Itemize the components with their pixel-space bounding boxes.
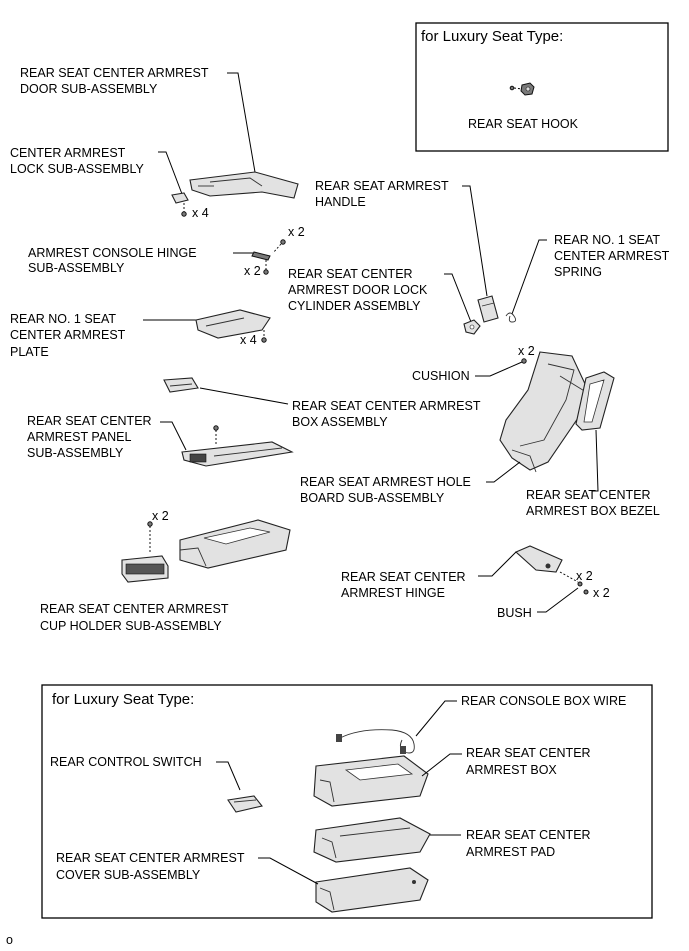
lower-housing-part — [179, 519, 291, 569]
qty-hinge-screws-a: x 2 — [288, 225, 305, 239]
label-bush: BUSH — [497, 606, 532, 620]
leader-lock — [158, 151, 183, 195]
label-hinge-2: ARMREST HINGE — [341, 586, 445, 600]
leader-armrest-hinge — [478, 551, 517, 577]
label-control-switch: REAR CONTROL SWITCH — [50, 755, 202, 769]
armrest-hinge-part — [514, 545, 563, 573]
leader-armrest-door — [227, 72, 257, 179]
label-handle-1: REAR SEAT ARMREST — [315, 179, 449, 193]
armrest-box-part — [313, 755, 429, 807]
label-lock-cyl-2: ARMREST DOOR LOCK — [288, 283, 428, 297]
label-cup-2: CUP HOLDER SUB-ASSEMBLY — [40, 619, 222, 633]
label-hinge-1: REAR SEAT CENTER — [341, 570, 466, 584]
label-handle-2: HANDLE — [315, 195, 366, 209]
luxury-bottom-title: for Luxury Seat Type: — [52, 691, 194, 708]
lock-cylinder-part — [463, 319, 481, 335]
armrest-handle-part — [477, 295, 499, 323]
label-cover-1: REAR SEAT CENTER ARMREST — [56, 851, 245, 865]
label-hole-board-1: REAR SEAT ARMREST HOLE — [300, 475, 471, 489]
label-cover-2: COVER SUB-ASSEMBLY — [56, 868, 201, 882]
label-plate-3: PLATE — [10, 345, 49, 359]
qty-bush-a: x 2 — [576, 569, 593, 583]
label-armrest-door-2: DOOR SUB-ASSEMBLY — [20, 82, 158, 96]
label-box-assy-2: BOX ASSEMBLY — [292, 415, 388, 429]
armrest-lock-part — [171, 192, 189, 217]
bush-part — [559, 571, 589, 595]
armrest-plate-part — [195, 309, 271, 343]
label-panel-3: SUB-ASSEMBLY — [27, 446, 124, 460]
label-spring-2: CENTER ARMREST — [554, 249, 670, 263]
label-plate-2: CENTER ARMREST — [10, 328, 126, 342]
qty-hinge-screws-b: x 2 — [244, 264, 261, 278]
label-box-assy-1: REAR SEAT CENTER ARMREST — [292, 399, 481, 413]
label-hole-board-2: BOARD SUB-ASSEMBLY — [300, 491, 445, 505]
label-wire: REAR CONSOLE BOX WIRE — [461, 694, 626, 708]
label-cup-1: REAR SEAT CENTER ARMREST — [40, 602, 229, 616]
armrest-cover-part — [315, 867, 429, 913]
spring-part — [505, 312, 517, 323]
label-pad-1: REAR SEAT CENTER — [466, 828, 591, 842]
leader-panel — [160, 421, 187, 451]
label-armrest-door-1: REAR SEAT CENTER ARMREST — [20, 66, 209, 80]
luxury-top-frame — [415, 22, 669, 152]
qty-bush-b: x 2 — [593, 586, 610, 600]
armrest-pad-part — [313, 817, 431, 863]
label-panel-2: ARMREST PANEL — [27, 430, 131, 444]
label-lock-cyl-1: REAR SEAT CENTER — [288, 267, 413, 281]
rear-seat-hook-part — [509, 82, 535, 96]
label-hinge-console-2: SUB-ASSEMBLY — [28, 261, 125, 275]
label-box-2: ARMREST BOX — [466, 763, 557, 777]
leader-wire — [415, 700, 457, 737]
box-assembly-part — [163, 377, 199, 393]
label-hinge-console-1: ARMREST CONSOLE HINGE — [28, 246, 197, 260]
leader-switch — [216, 761, 241, 791]
label-bezel-1: REAR SEAT CENTER — [526, 488, 651, 502]
qty-cup-screws: x 2 — [152, 509, 169, 523]
luxury-top-title: for Luxury Seat Type: — [421, 28, 563, 45]
console-hinge-part — [251, 239, 286, 275]
cushion-part — [521, 358, 527, 364]
armrest-panel-part — [181, 425, 294, 467]
label-bezel-2: ARMREST BOX BEZEL — [526, 504, 660, 518]
label-lock-2: LOCK SUB-ASSEMBLY — [10, 162, 145, 176]
luxury-bottom-frame — [41, 684, 653, 919]
leader-bush — [537, 587, 579, 613]
leader-cushion — [475, 361, 523, 377]
armrest-door-part — [189, 171, 299, 199]
console-box-wire-part — [336, 729, 415, 754]
label-rear-seat-hook: REAR SEAT HOOK — [468, 117, 579, 131]
leader-lock-cyl — [444, 273, 472, 323]
label-lock-1: CENTER ARMREST — [10, 146, 126, 160]
qty-lock-screws: x 4 — [192, 206, 209, 220]
hole-board-part — [499, 351, 587, 473]
leader-spring — [511, 239, 547, 315]
qty-cushion: x 2 — [518, 344, 535, 358]
label-spring-1: REAR NO. 1 SEAT — [554, 233, 660, 247]
qty-plate-screws: x 4 — [240, 333, 257, 347]
footer-code: o — [6, 933, 13, 947]
label-pad-2: ARMREST PAD — [466, 845, 555, 859]
label-box-1: REAR SEAT CENTER — [466, 746, 591, 760]
label-spring-3: SPRING — [554, 265, 602, 279]
leader-box — [421, 753, 462, 777]
cup-holder-part — [121, 521, 169, 583]
label-plate-1: REAR NO. 1 SEAT — [10, 312, 116, 326]
box-bezel-part — [575, 371, 615, 431]
label-lock-cyl-3: CYLINDER ASSEMBLY — [288, 299, 421, 313]
control-switch-part — [227, 795, 263, 813]
leader-cover — [258, 857, 319, 885]
label-cushion: CUSHION — [412, 369, 470, 383]
leader-bezel — [592, 429, 599, 492]
leader-box-assy — [199, 387, 289, 405]
leader-handle — [462, 185, 488, 297]
leader-hole-board — [486, 461, 521, 483]
label-panel-1: REAR SEAT CENTER — [27, 414, 152, 428]
